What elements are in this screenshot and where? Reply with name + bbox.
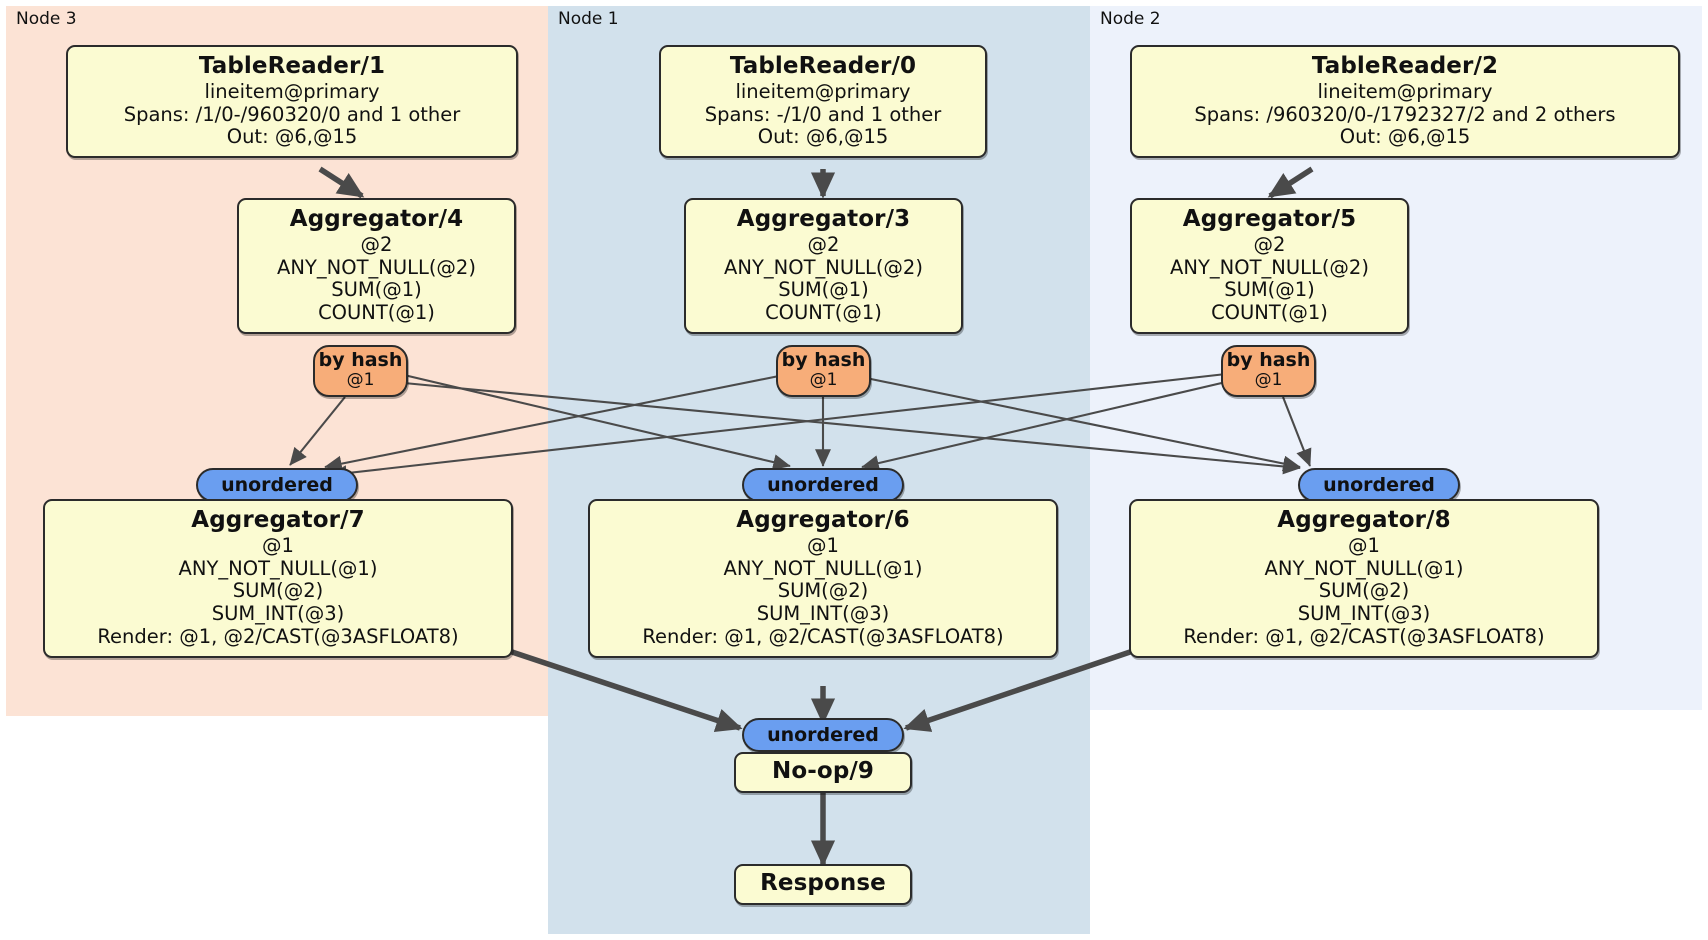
synchronizer-unordered-middle[interactable]: unordered (742, 468, 904, 502)
processor-line: ANY_NOT_NULL(@1) (178, 556, 378, 580)
router-title: by hash (318, 349, 403, 371)
processor-aggregator-8[interactable]: Aggregator/8 @1 ANY_NOT_NULL(@1) SUM(@2)… (1129, 499, 1599, 658)
processor-title: TableReader/2 (1311, 53, 1499, 79)
processor-title: Aggregator/7 (191, 507, 365, 533)
region-label-node-2: Node 2 (1100, 9, 1161, 29)
router-title: by hash (1226, 349, 1311, 371)
processor-line: Out: @6,@15 (757, 125, 889, 149)
processor-line: @1 (1348, 533, 1380, 557)
processor-line: COUNT(@1) (318, 301, 435, 325)
processor-aggregator-4[interactable]: Aggregator/4 @2 ANY_NOT_NULL(@2) SUM(@1)… (237, 198, 516, 334)
router-title: by hash (781, 349, 866, 371)
edge-tr1-agg4 (318, 166, 365, 199)
processor-tablereader-2[interactable]: TableReader/2 lineitem@primary Spans: /9… (1130, 45, 1680, 159)
router-subtitle: @1 (1254, 370, 1283, 391)
processor-line: ANY_NOT_NULL(@2) (724, 255, 923, 279)
processor-line: SUM_INT(@3) (756, 602, 890, 626)
processor-line: @1 (262, 533, 294, 557)
processor-line: SUM_INT(@3) (211, 602, 345, 626)
edge-hashleft-syncmid (403, 373, 791, 470)
processor-title: TableReader/1 (198, 53, 386, 79)
processor-noop-9[interactable]: No-op/9 (734, 752, 912, 793)
edge-hashright-syncmid (861, 380, 1227, 471)
processor-aggregator-7[interactable]: Aggregator/7 @1 ANY_NOT_NULL(@1) SUM(@2)… (43, 499, 513, 658)
region-label-node-3: Node 3 (16, 9, 77, 29)
processor-response[interactable]: Response (734, 864, 912, 905)
router-subtitle: @1 (809, 370, 838, 391)
processor-title: Aggregator/6 (736, 507, 910, 533)
processor-title: No-op/9 (772, 758, 874, 784)
router-by-hash-middle[interactable]: by hash @1 (776, 345, 871, 397)
router-by-hash-left[interactable]: by hash @1 (313, 345, 408, 397)
processor-line: @2 (807, 232, 840, 256)
processor-line: @2 (360, 232, 393, 256)
processor-line: Spans: -/1/0 and 1 other (704, 102, 942, 126)
processor-line: Render: @1, @2/CAST(@3ASFLOAT8) (97, 625, 459, 648)
processor-line: lineitem@primary (1317, 79, 1493, 103)
processor-line: SUM(@1) (331, 278, 422, 302)
processor-line: COUNT(@1) (1211, 301, 1328, 325)
processor-line: lineitem@primary (735, 79, 911, 103)
processor-title: Response (760, 870, 886, 896)
processor-line: ANY_NOT_NULL(@1) (723, 556, 923, 580)
processor-line: Out: @6,@15 (226, 125, 358, 149)
edge-hashright-syncright (1282, 396, 1312, 467)
edge-hashmid-syncleft (324, 373, 785, 472)
synchronizer-unordered-right[interactable]: unordered (1298, 468, 1460, 502)
processor-line: SUM(@1) (1224, 278, 1315, 302)
processor-line: Out: @6,@15 (1339, 125, 1471, 149)
processor-line: SUM(@2) (777, 579, 869, 603)
region-label-node-1: Node 1 (558, 9, 619, 29)
processor-line: ANY_NOT_NULL(@2) (277, 255, 476, 279)
edge-hashleft-syncleft (289, 396, 346, 466)
processor-line: lineitem@primary (204, 79, 380, 103)
processor-title: Aggregator/5 (1182, 206, 1357, 232)
processor-title: Aggregator/4 (289, 206, 464, 232)
processor-title: TableReader/0 (729, 53, 917, 79)
edge-hashright-syncleft (329, 372, 1227, 482)
processor-line: COUNT(@1) (765, 301, 882, 325)
edge-tr2-agg5 (1267, 166, 1314, 199)
processor-line: SUM(@2) (232, 579, 324, 603)
router-by-hash-right[interactable]: by hash @1 (1221, 345, 1316, 397)
synchronizer-unordered-final[interactable]: unordered (742, 718, 904, 752)
edge-agg7-syncfinal (508, 648, 743, 733)
processor-tablereader-1[interactable]: TableReader/1 lineitem@primary Spans: /1… (66, 45, 518, 159)
edge-hashmid-syncright (865, 376, 1301, 472)
processor-aggregator-3[interactable]: Aggregator/3 @2 ANY_NOT_NULL(@2) SUM(@1)… (684, 198, 963, 334)
router-subtitle: @1 (346, 370, 375, 391)
edge-hashleft-syncright (403, 381, 1301, 475)
processor-line: Spans: /1/0-/960320/0 and 1 other (123, 102, 461, 126)
processor-tablereader-0[interactable]: TableReader/0 lineitem@primary Spans: -/… (659, 45, 987, 159)
processor-line: SUM(@1) (778, 278, 869, 302)
processor-line: Render: @1, @2/CAST(@3ASFLOAT8) (642, 625, 1004, 648)
processor-aggregator-5[interactable]: Aggregator/5 @2 ANY_NOT_NULL(@2) SUM(@1)… (1130, 198, 1409, 334)
processor-line: ANY_NOT_NULL(@2) (1170, 255, 1369, 279)
processor-line: SUM(@2) (1318, 579, 1410, 603)
edge-agg8-syncfinal (903, 648, 1134, 732)
processor-line: @1 (807, 533, 839, 557)
processor-line: SUM_INT(@3) (1297, 602, 1431, 626)
processor-line: Spans: /960320/0-/1792327/2 and 2 others (1194, 102, 1616, 126)
processor-title: Aggregator/3 (736, 206, 911, 232)
processor-aggregator-6[interactable]: Aggregator/6 @1 ANY_NOT_NULL(@1) SUM(@2)… (588, 499, 1058, 658)
synchronizer-unordered-left[interactable]: unordered (196, 468, 358, 502)
processor-line: Render: @1, @2/CAST(@3ASFLOAT8) (1183, 625, 1545, 648)
processor-line: ANY_NOT_NULL(@1) (1264, 556, 1464, 580)
processor-line: @2 (1253, 232, 1286, 256)
processor-title: Aggregator/8 (1277, 507, 1451, 533)
